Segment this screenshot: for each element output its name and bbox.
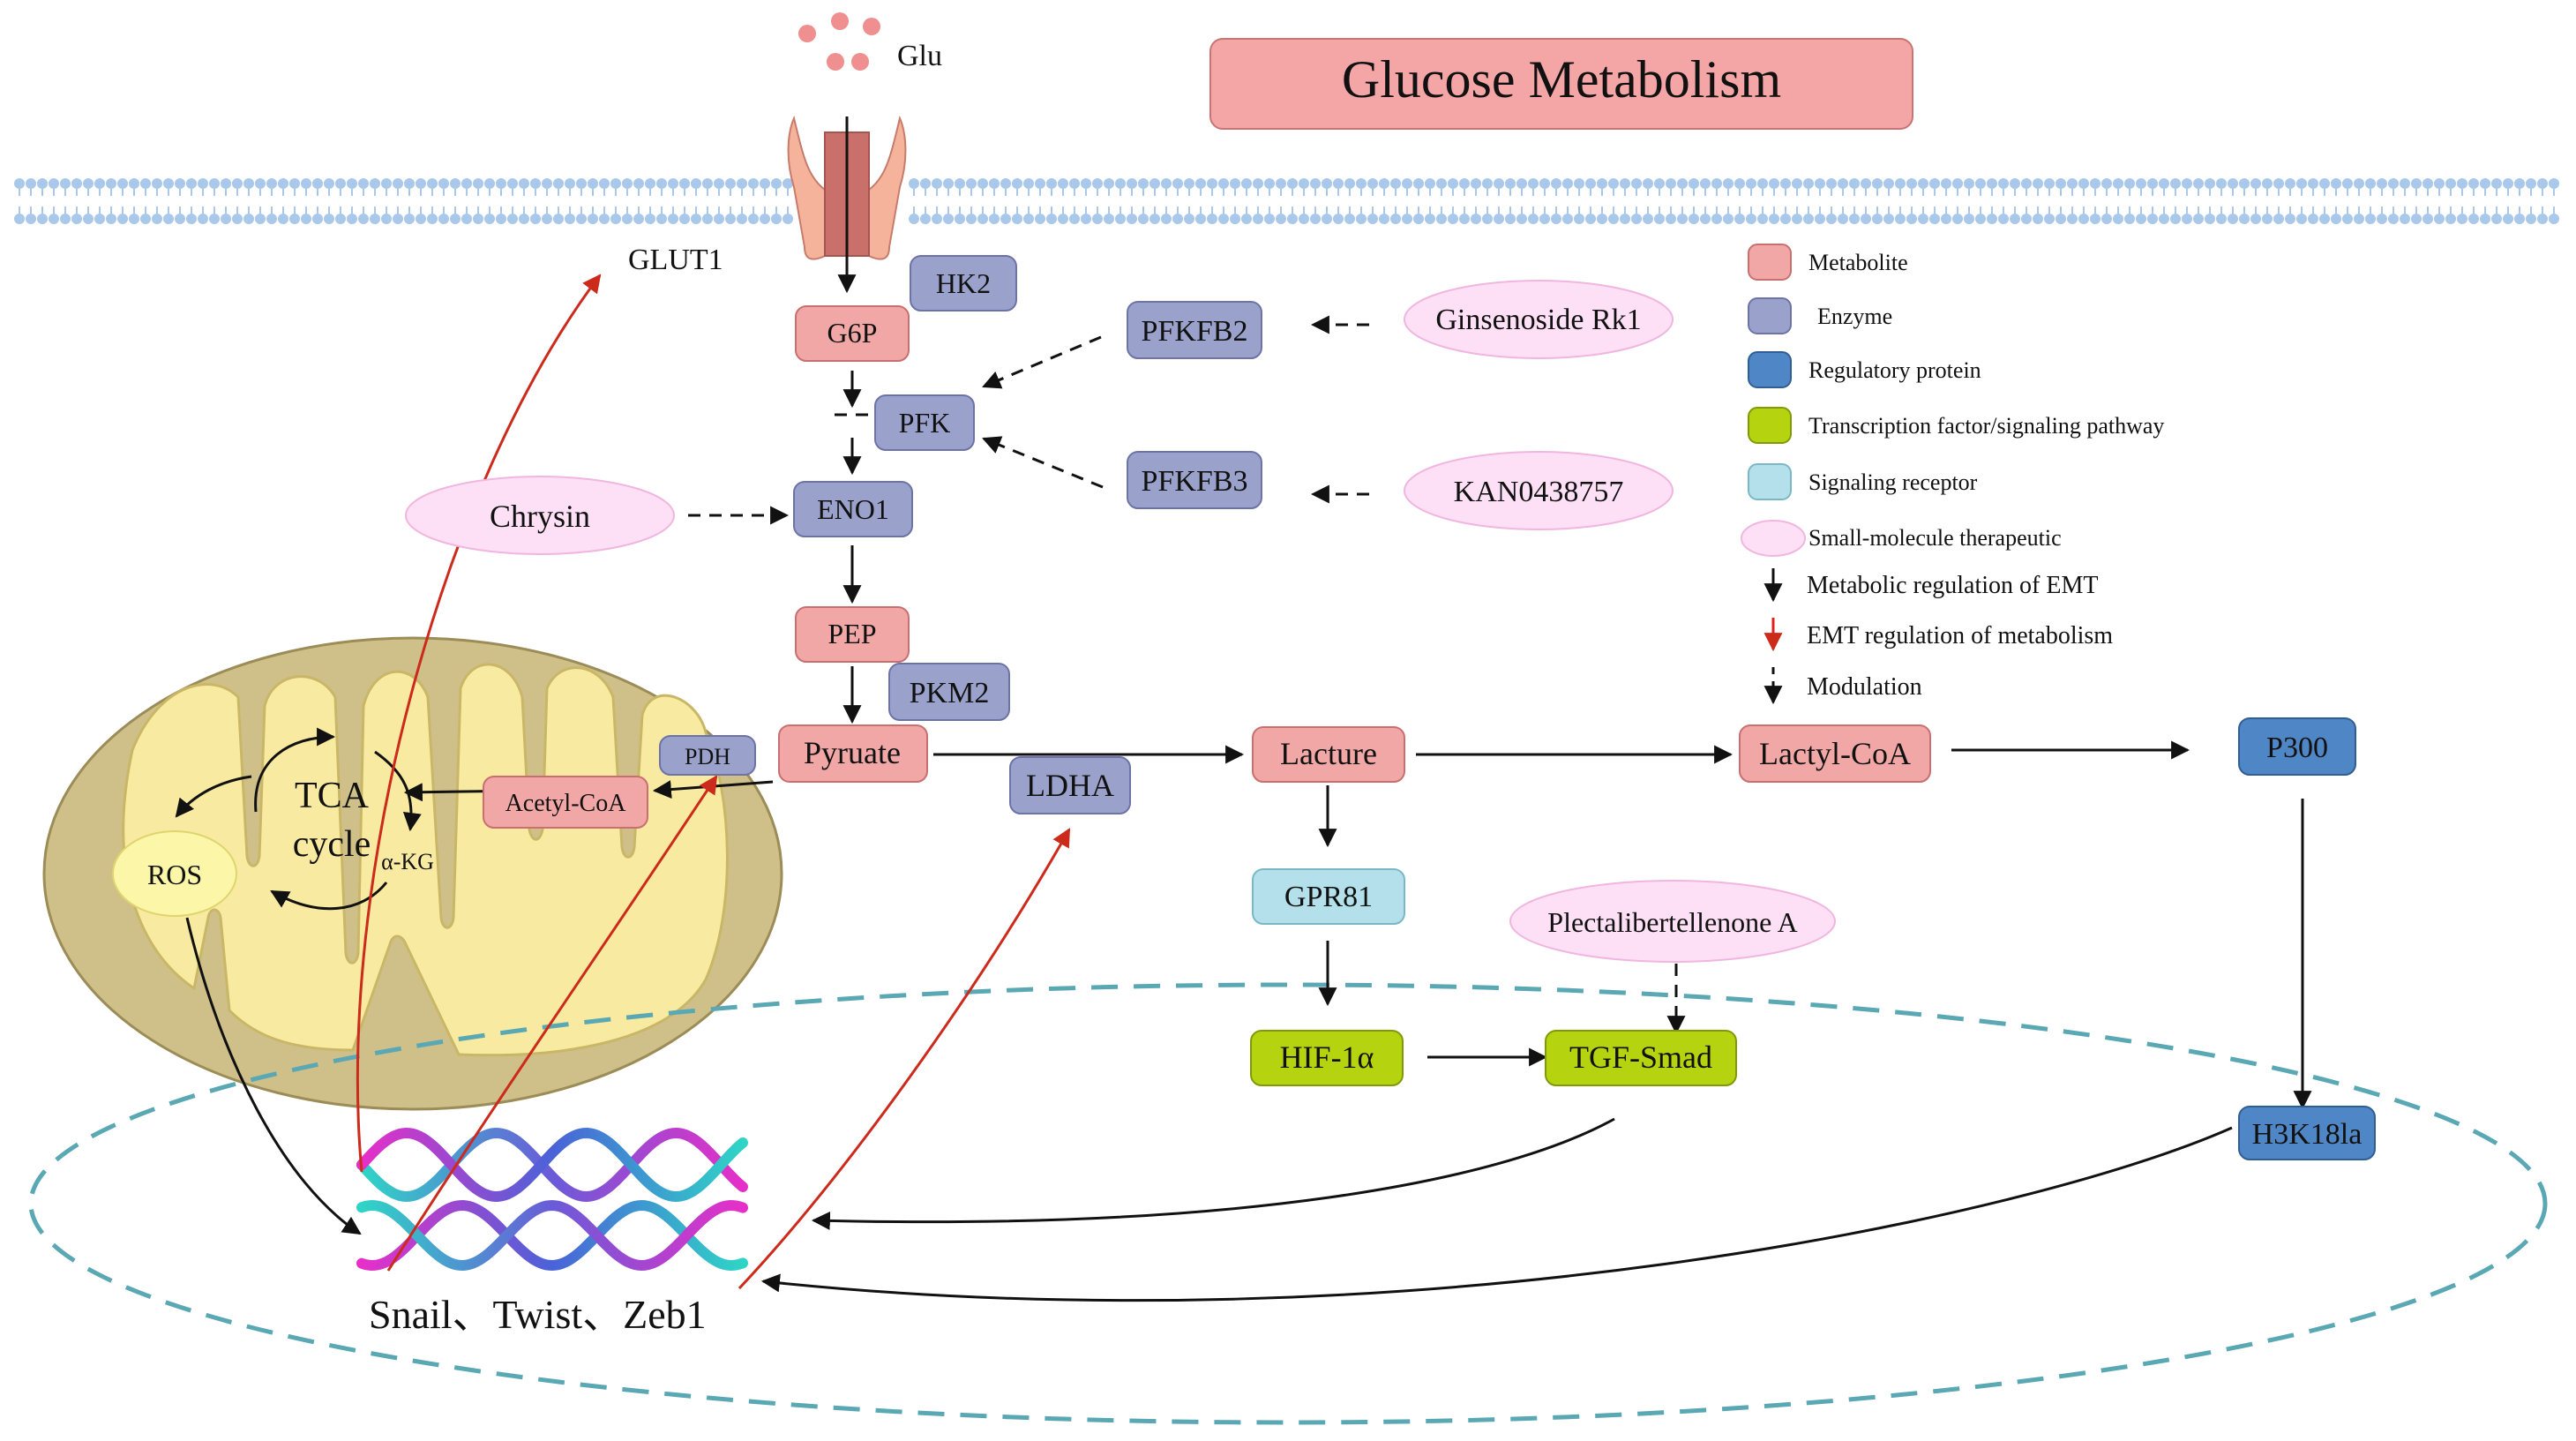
p300-label: P300 [2266, 732, 2328, 764]
metabolic-arrows [185, 116, 2312, 1302]
dna-helix [356, 1127, 748, 1272]
akg-label: α-KG [381, 849, 434, 874]
legend-small-molecule: Small-molecule therapeutic [1808, 525, 2062, 551]
legend-metabolite: Metabolite [1808, 250, 1908, 275]
pep-label: PEP [827, 618, 876, 649]
node-lacture: Lacture [1252, 726, 1405, 783]
acetyl-coa-label: Acetyl-CoA [505, 790, 627, 817]
hif1a-label: HIF-1α [1280, 1039, 1374, 1075]
pdh-label: PDH [685, 744, 730, 769]
node-pfk: PFK [874, 394, 975, 451]
node-hk2: HK2 [910, 255, 1017, 311]
glut1-label: GLUT1 [628, 244, 723, 276]
node-hif1a: HIF-1α [1250, 1030, 1404, 1086]
node-ginsenoside: Ginsenoside Rk1 [1404, 280, 1674, 359]
mitochondrion [42, 636, 783, 1111]
node-pfkfb2: PFKFB2 [1127, 301, 1262, 359]
tca-label-line1: TCA [295, 776, 370, 816]
legend-metabolite-swatch [1748, 244, 1792, 281]
ros-ellipse [112, 830, 237, 917]
legend-transcription: Transcription factor/signaling pathway [1808, 413, 2164, 439]
node-pep: PEP [795, 606, 910, 663]
node-eno1: ENO1 [793, 481, 913, 537]
modulation-arrows [688, 315, 1686, 1035]
kan-label: KAN0438757 [1454, 476, 1624, 508]
legend-receptor: Signaling receptor [1808, 469, 1978, 495]
nucleus-outline [28, 982, 2548, 1425]
legend-receptor-swatch [1748, 463, 1792, 500]
legend-modulation: Modulation [1807, 673, 1922, 701]
node-plectalibertellenone: Plectalibertellenone A [1509, 880, 1836, 963]
tca-label-line2: cycle [293, 824, 371, 865]
g6p-label: G6P [827, 317, 878, 349]
diagram-title: Glucose Metabolism [1342, 50, 1781, 109]
node-pyruate: Pyruate [778, 724, 928, 783]
ginsenoside-label: Ginsenoside Rk1 [1435, 304, 1641, 336]
chrysin-label: Chrysin [490, 499, 590, 534]
legend-enzyme-swatch [1748, 297, 1792, 334]
legend-regulatory: Regulatory protein [1808, 357, 1981, 383]
legend-small-molecule-swatch [1741, 520, 1806, 557]
node-pkm2: PKM2 [888, 663, 1010, 721]
legend-emt-reg: EMT regulation of metabolism [1807, 622, 2113, 649]
ros-label: ROS [147, 859, 202, 890]
node-acetyl-coa: Acetyl-CoA [483, 776, 648, 829]
emt-arrows [356, 274, 1071, 1290]
cell-membrane [14, 178, 2559, 224]
tgf-smad-label: TGF-Smad [1569, 1039, 1712, 1075]
node-h3k18la: H3K18la [2238, 1106, 2376, 1160]
legend: Metabolite Enzyme Regulatory protein Tra… [1741, 244, 2164, 705]
lacture-label: Lacture [1280, 736, 1377, 771]
lactyl-coa-label: Lactyl-CoA [1759, 736, 1911, 771]
legend-regulatory-swatch [1748, 351, 1792, 388]
ldha-label: LDHA [1026, 768, 1114, 803]
eno1-label: ENO1 [817, 493, 889, 525]
genes-label: Snail、Twist、Zeb1 [369, 1292, 707, 1337]
node-pfkfb3: PFKFB3 [1127, 451, 1262, 509]
node-pdh: PDH [659, 735, 756, 776]
pfkfb3-label: PFKFB3 [1142, 465, 1248, 498]
pkm2-label: PKM2 [910, 677, 990, 709]
glu-label: Glu [897, 40, 942, 72]
node-chrysin: Chrysin [405, 476, 675, 555]
node-gpr81: GPR81 [1252, 868, 1405, 925]
pyruate-label: Pyruate [804, 735, 901, 770]
h3k18la-label: H3K18la [2252, 1118, 2363, 1151]
glucose-molecules [798, 12, 880, 71]
pfkfb2-label: PFKFB2 [1142, 315, 1248, 348]
node-ldha: LDHA [1009, 756, 1131, 814]
node-kan: KAN0438757 [1404, 451, 1674, 530]
gpr81-label: GPR81 [1284, 881, 1373, 913]
legend-transcription-swatch [1748, 407, 1792, 444]
node-p300: P300 [2238, 717, 2356, 776]
hk2-label: HK2 [936, 267, 991, 299]
pfk-label: PFK [899, 407, 951, 439]
legend-metabolic-reg: Metabolic regulation of EMT [1807, 572, 2098, 599]
title-box: Glucose Metabolism [1209, 38, 1913, 130]
node-tgf-smad: TGF-Smad [1545, 1030, 1737, 1086]
node-g6p: G6P [795, 305, 910, 362]
legend-enzyme: Enzyme [1817, 304, 1892, 329]
node-lactyl-coa: Lactyl-CoA [1739, 724, 1931, 783]
plectal-label: Plectalibertellenone A [1547, 906, 1797, 938]
